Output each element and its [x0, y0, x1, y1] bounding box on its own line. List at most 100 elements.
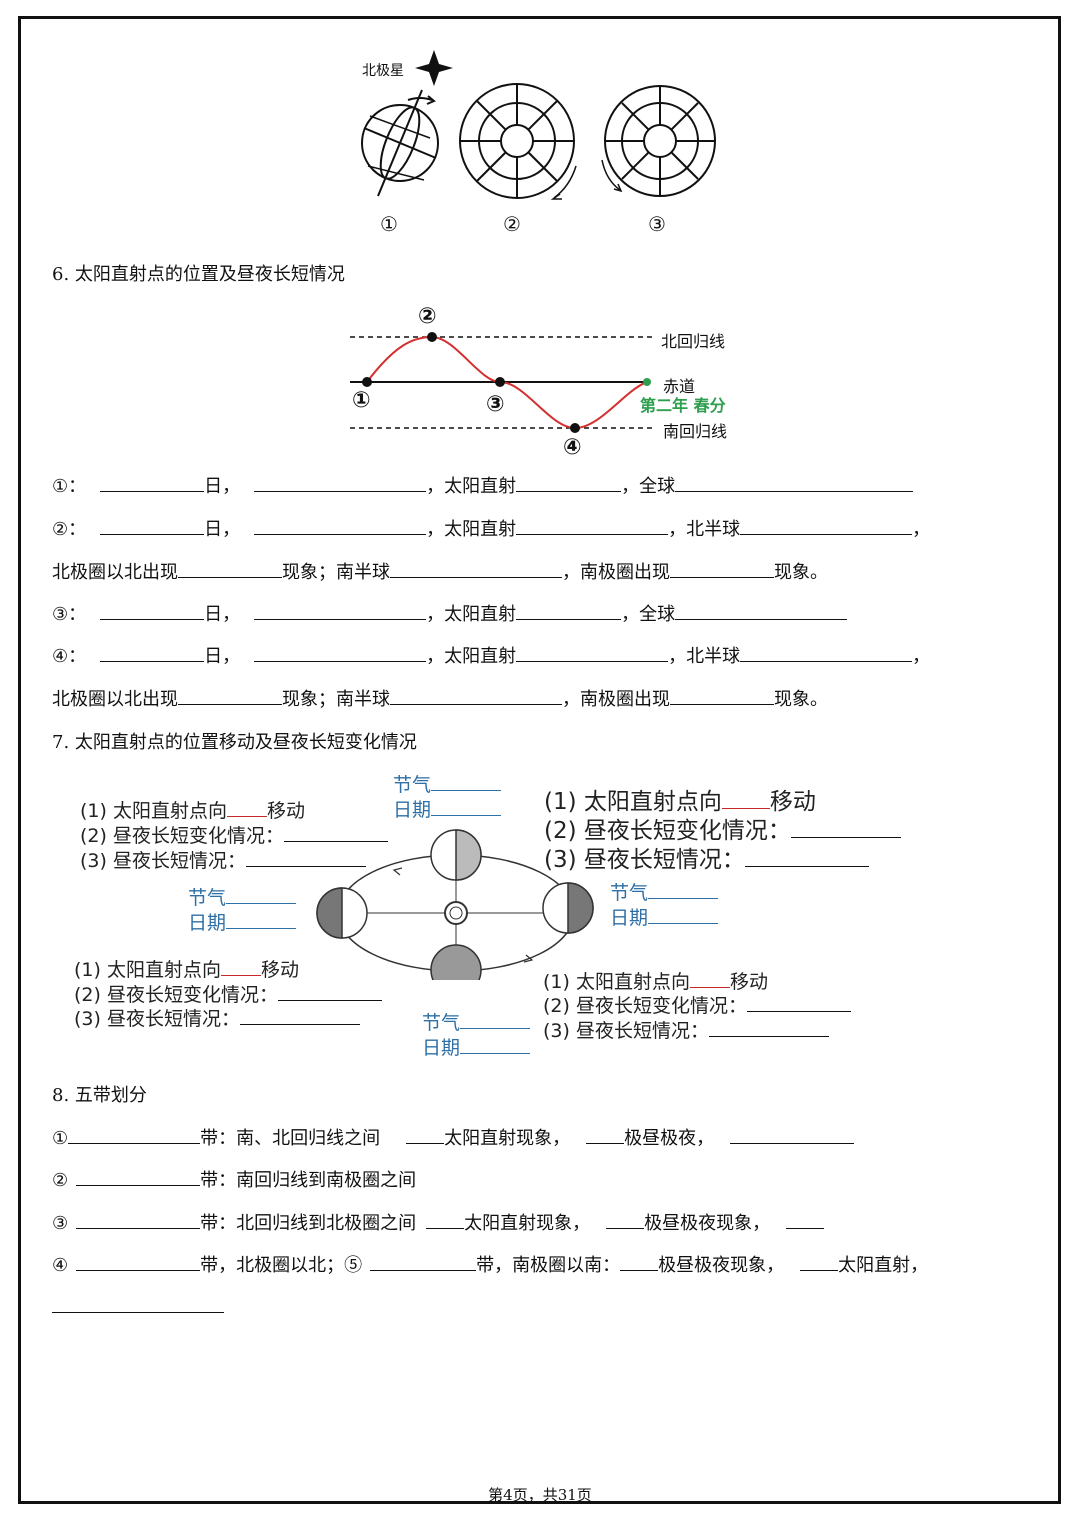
- blank[interactable]: [254, 473, 427, 492]
- tropic-capricorn-label: 南回归线: [663, 422, 728, 441]
- blank[interactable]: [370, 1252, 477, 1271]
- point-4: [570, 423, 580, 433]
- blank[interactable]: [431, 799, 502, 816]
- fig-label-1: ①: [380, 212, 398, 236]
- blank[interactable]: [586, 1125, 625, 1144]
- q6-line-5: ④：日，，太阳直射，北半球，: [52, 642, 930, 668]
- earth-orbit-diagram: [316, 829, 594, 980]
- q6-line-3: 北极圈以北出现现象；南半球，南极圈出现现象。: [52, 558, 828, 584]
- blank[interactable]: [689, 971, 730, 988]
- blank[interactable]: [648, 882, 719, 899]
- blank[interactable]: [283, 827, 388, 842]
- subsolar-curve: [350, 332, 655, 433]
- polaris-star-icon: [415, 50, 453, 86]
- blank[interactable]: [740, 516, 913, 535]
- tropic-cancer-label: 北回归线: [661, 332, 726, 351]
- q7-group-b-item2: (2) 昼夜长短变化情况：: [544, 811, 901, 845]
- blank[interactable]: [226, 912, 297, 929]
- q7-group-d-item3: (3) 昼夜长短情况：: [543, 1016, 829, 1043]
- blank[interactable]: [100, 473, 205, 492]
- polar-view-south: [601, 85, 716, 197]
- point-2: [427, 332, 437, 342]
- blank[interactable]: [721, 792, 770, 809]
- curve-point-label-2: ②: [418, 304, 437, 329]
- q7-date-top: 日期: [393, 795, 502, 822]
- blank[interactable]: [790, 821, 901, 838]
- blank[interactable]: [76, 1252, 201, 1271]
- q7-date-bottom: 日期: [422, 1033, 531, 1060]
- blank[interactable]: [254, 516, 427, 535]
- blank[interactable]: [786, 1210, 825, 1229]
- blank[interactable]: [239, 1010, 360, 1025]
- blank[interactable]: [675, 473, 914, 492]
- q6-line-1: ①：日，，太阳直射，全球: [52, 472, 914, 498]
- blank[interactable]: [648, 907, 719, 924]
- blank[interactable]: [178, 559, 282, 578]
- blank[interactable]: [730, 1125, 855, 1144]
- page-border: [18, 16, 1061, 1504]
- equator-label: 赤道: [663, 377, 696, 396]
- blank[interactable]: [606, 1210, 645, 1229]
- q7-group-c-item1: (1) 太阳直射点向移动: [74, 959, 299, 981]
- blank[interactable]: [516, 601, 622, 620]
- earth-view-diagrams: [361, 50, 716, 200]
- curve-point-label-4: ④: [563, 435, 582, 460]
- curve-point-label-3: ③: [486, 392, 505, 417]
- blank[interactable]: [76, 1167, 201, 1186]
- blank[interactable]: [708, 1022, 829, 1037]
- blank[interactable]: [178, 686, 282, 705]
- blank[interactable]: [68, 1125, 201, 1144]
- q6-line-6: 北极圈以北出现现象；南半球，南极圈出现现象。: [52, 685, 828, 711]
- fig-label-3: ③: [648, 212, 666, 236]
- blank[interactable]: [460, 1012, 531, 1029]
- fig-label-2: ②: [503, 212, 521, 236]
- blank[interactable]: [516, 473, 622, 492]
- q7-term-right: 节气: [610, 878, 719, 905]
- blank[interactable]: [426, 1210, 465, 1229]
- blank[interactable]: [516, 516, 669, 535]
- curve-point-label-1: ①: [352, 388, 371, 413]
- blank[interactable]: [675, 601, 848, 620]
- blank[interactable]: [226, 887, 297, 904]
- blank[interactable]: [431, 774, 502, 791]
- q7-group-a-item2: (2) 昼夜长短变化情况：: [80, 821, 388, 848]
- blank[interactable]: [52, 1294, 224, 1313]
- blank[interactable]: [744, 850, 869, 867]
- earth-right: [542, 882, 594, 934]
- blank[interactable]: [277, 986, 382, 1001]
- blank[interactable]: [220, 959, 261, 976]
- q7-group-d-item2: (2) 昼夜长短变化情况：: [543, 991, 851, 1018]
- blank[interactable]: [226, 800, 267, 817]
- blank[interactable]: [620, 1252, 659, 1271]
- blank[interactable]: [245, 852, 366, 867]
- blank[interactable]: [516, 643, 669, 662]
- blank[interactable]: [460, 1037, 531, 1054]
- q8-line-5: [52, 1294, 224, 1318]
- blank[interactable]: [670, 559, 774, 578]
- point-1: [362, 377, 372, 387]
- blank[interactable]: [76, 1210, 201, 1229]
- q7-group-b-item1: (1) 太阳直射点向移动: [544, 789, 816, 815]
- blank[interactable]: [254, 601, 427, 620]
- blank[interactable]: [100, 601, 205, 620]
- q6-line-4: ③：日，，太阳直射，全球: [52, 600, 848, 626]
- blank[interactable]: [746, 997, 851, 1012]
- blank[interactable]: [670, 686, 774, 705]
- q7-group-a-item3: (3) 昼夜长短情况：: [80, 846, 366, 873]
- blank[interactable]: [254, 643, 427, 662]
- tilted-globe: [361, 89, 439, 197]
- blank[interactable]: [100, 643, 205, 662]
- polaris-label: 北极星: [362, 63, 404, 79]
- blank[interactable]: [740, 643, 913, 662]
- blank[interactable]: [100, 516, 205, 535]
- sun-icon: [444, 901, 468, 925]
- blank[interactable]: [406, 1125, 445, 1144]
- earth-left: [316, 887, 368, 939]
- blank[interactable]: [390, 686, 562, 705]
- blank[interactable]: [390, 559, 562, 578]
- polar-view-north: [459, 83, 577, 200]
- blank[interactable]: [800, 1252, 839, 1271]
